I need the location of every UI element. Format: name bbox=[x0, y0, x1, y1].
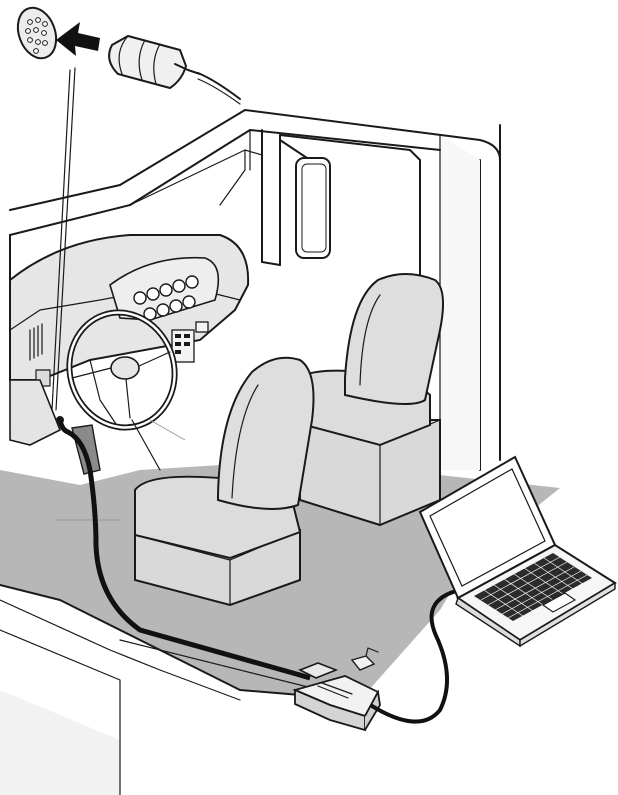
cable-plug-icon bbox=[109, 36, 240, 104]
diagnostic-connector-icon bbox=[11, 2, 63, 63]
driver-seat bbox=[135, 358, 314, 605]
insert-arrow-icon bbox=[56, 22, 100, 56]
side-mirror bbox=[280, 140, 330, 258]
passenger-seat bbox=[300, 274, 443, 525]
